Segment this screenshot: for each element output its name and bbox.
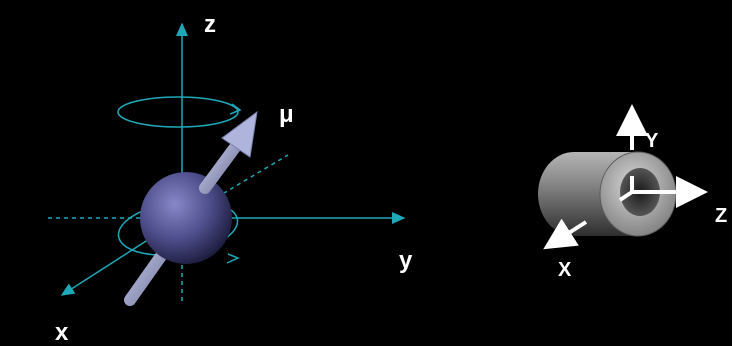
rotation-arrowhead xyxy=(226,253,240,264)
axis-x-label: x xyxy=(55,319,69,346)
coil-axis-x-label: X xyxy=(558,259,572,281)
precession-ellipse xyxy=(117,96,239,128)
spin-sphere xyxy=(140,172,232,264)
magnetic-moment-label: μ xyxy=(279,101,294,128)
coil-x-arrow xyxy=(543,218,588,250)
coil-axis-z-label: Z xyxy=(715,205,727,227)
magnetic-moment-arrowhead xyxy=(221,110,258,158)
axis-y-label: y xyxy=(399,247,413,274)
coil-x-arrow-inner xyxy=(618,190,634,202)
coil-diagram: Y Z X xyxy=(538,104,727,281)
spin-diagram: z μ y x xyxy=(48,11,413,346)
coil-axis-y-label: Y xyxy=(645,130,659,152)
axis-z-label: z xyxy=(204,11,216,38)
spin-rod-upper xyxy=(199,140,242,194)
precession-arrowhead xyxy=(229,103,242,115)
